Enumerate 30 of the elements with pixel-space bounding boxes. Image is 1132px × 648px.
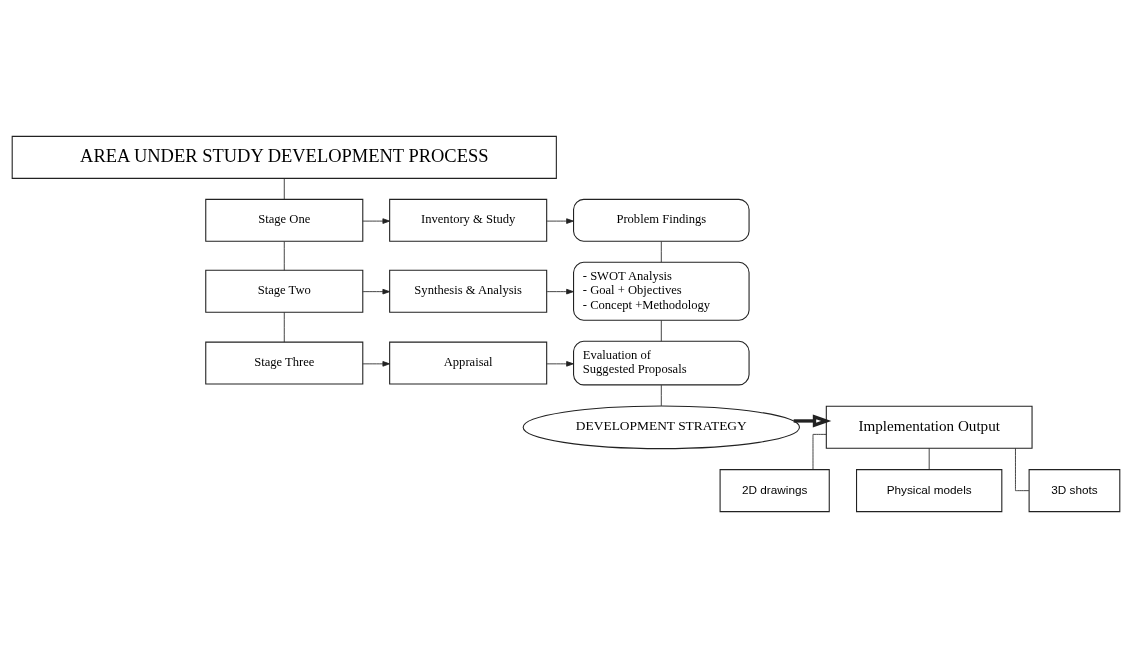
connector: [660, 384, 662, 407]
arrow: [362, 361, 391, 367]
node-box: Evaluation of Suggested Proposals: [573, 340, 750, 386]
node-box: Implementation Output: [825, 405, 1033, 449]
node-box: Stage One: [205, 198, 364, 242]
node-box: Stage Three: [205, 341, 364, 385]
connector: [283, 178, 285, 200]
node-box: 3D shots: [1028, 469, 1121, 513]
node-box: - SWOT Analysis - Goal + Objectives - Concept +Methodology: [573, 261, 750, 321]
arrow: [362, 218, 391, 224]
connector: [283, 312, 285, 343]
node-box: AREA UNDER STUDY DEVELOPMENT PROCESS: [11, 135, 557, 179]
arrow: [546, 361, 574, 367]
node-box: Physical models: [856, 469, 1003, 513]
node-box: Inventory & Study: [389, 198, 548, 242]
node-box: Stage Two: [205, 269, 364, 313]
arrow: [793, 414, 832, 428]
arrow: [362, 288, 391, 295]
connector: [812, 433, 827, 470]
node-ellipse: DEVELOPMENT STRATEGY: [522, 405, 800, 450]
node-box: Problem Findings: [573, 198, 750, 242]
node-box: Synthesis & Analysis: [389, 269, 548, 313]
connector: [928, 447, 930, 471]
arrow: [546, 288, 574, 295]
node-box: Appraisal: [389, 341, 548, 385]
connector: [660, 320, 662, 342]
connector: [283, 241, 285, 271]
arrow: [546, 218, 574, 224]
connector: [660, 241, 662, 263]
node-box: 2D drawings: [719, 469, 830, 513]
